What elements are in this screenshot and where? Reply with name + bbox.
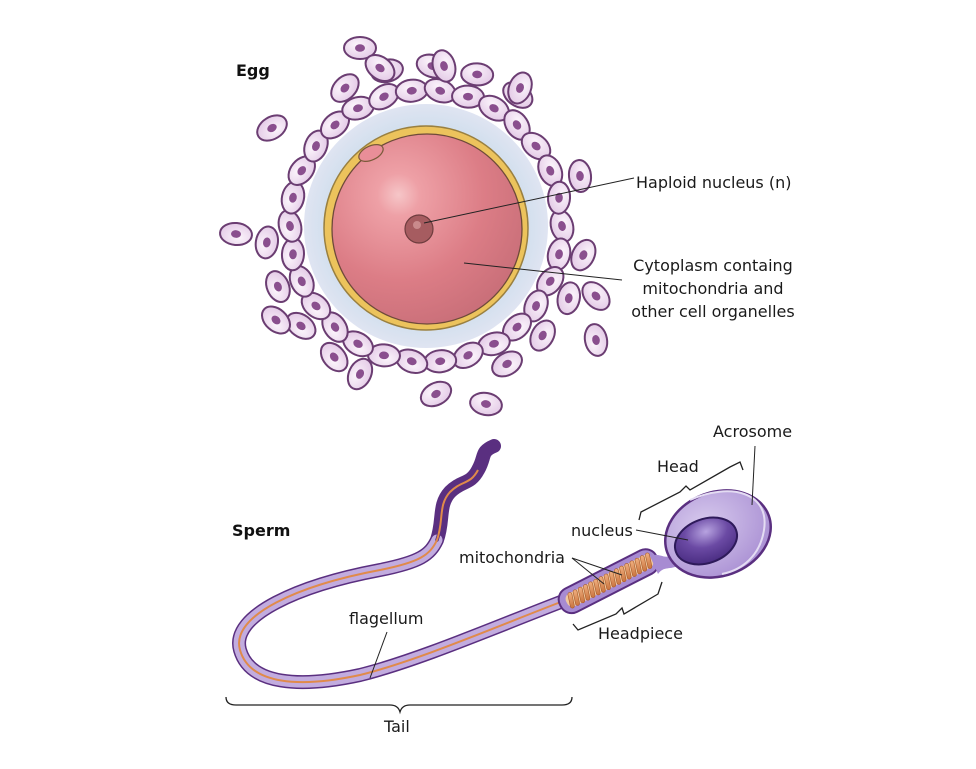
mitochondrion: [624, 563, 632, 580]
follicle-cell: [364, 53, 396, 83]
follicle-cell: [261, 305, 291, 335]
mitochondria-coil: [567, 552, 653, 609]
acrosome: [689, 490, 766, 575]
follicle-cell: [303, 129, 329, 163]
follicle-cell: [285, 311, 317, 340]
label-tail: Tail: [383, 717, 410, 736]
label-cytoplasm-line1: Cytoplasm containg: [633, 256, 793, 275]
follicle-cell: [581, 281, 611, 311]
follicle-cell: [346, 357, 374, 391]
follicle-cell: [321, 311, 349, 343]
label-head: Head: [657, 457, 699, 476]
follicle-cell: [423, 77, 457, 104]
flagellum-core: [238, 469, 567, 683]
follicle-cell: [546, 237, 572, 272]
label-mitochondria: mitochondria: [459, 548, 565, 567]
mitochondrion: [577, 586, 586, 604]
follicle-cell: [341, 95, 375, 121]
follicle-cell: [570, 238, 597, 272]
follicle-cell: [556, 281, 582, 316]
follicle-cell: [368, 82, 400, 111]
label-haploid-nucleus: Haploid nucleus (n): [636, 173, 791, 192]
follicle-cell: [254, 225, 279, 260]
follicle-cell: [583, 323, 609, 357]
mitochondrion: [593, 578, 601, 596]
egg-title: Egg: [236, 61, 270, 80]
egg-nucleus: [404, 214, 434, 244]
follicle-cell: [256, 114, 288, 142]
follicle-cell: [567, 159, 593, 193]
mitochondrion: [598, 576, 606, 593]
follicle-cell: [431, 49, 457, 83]
follicle-cell: [394, 78, 429, 103]
follicle-cell: [330, 73, 360, 103]
follicle-cell: [503, 109, 531, 141]
sperm-nucleus: [674, 516, 738, 566]
mitochondrion: [639, 555, 648, 572]
brace-head: [638, 461, 744, 521]
mitochondrion: [629, 560, 637, 577]
label-cytoplasm-line2: mitochondria and: [642, 279, 783, 298]
leader-mitochondria-1: [571, 557, 623, 576]
label-cytoplasm-line3: other cell organelles: [631, 302, 794, 321]
mitochondrion: [588, 581, 596, 598]
label-acrosome: Acrosome: [713, 422, 792, 441]
label-flagellum: flagellum: [349, 609, 424, 628]
mitochondrion: [583, 584, 591, 601]
follicle-cell: [280, 180, 306, 215]
leader-nucleus: [635, 529, 689, 541]
follicle-cell: [452, 341, 484, 370]
follicle-cell: [478, 94, 510, 122]
follicle-cell: [343, 36, 377, 60]
leader-mitochondria-2: [571, 557, 605, 585]
leader-cytoplasm: [463, 262, 623, 281]
mitochondrion: [567, 592, 575, 609]
egg-nucleus-highlight: [413, 221, 421, 229]
follicle-cell: [469, 391, 503, 417]
brace-headpiece: [572, 581, 663, 631]
corona-radiata-cells: [219, 36, 611, 417]
mitochondrion: [645, 552, 653, 569]
sperm-midpiece: [557, 548, 660, 615]
follicle-cell: [549, 209, 575, 243]
follicle-cell: [320, 110, 350, 140]
brace-tail: [225, 696, 573, 715]
follicle-cell: [219, 221, 253, 247]
sperm-illustration: [232, 439, 772, 689]
mitochondrion: [634, 557, 642, 575]
follicle-cell: [547, 180, 572, 215]
follicle-cell: [460, 62, 495, 87]
follicle-cell: [419, 380, 453, 408]
label-headpiece: Headpiece: [598, 624, 683, 643]
follicle-cell: [319, 341, 349, 373]
leader-haploid-nucleus: [423, 177, 635, 224]
follicle-cell: [507, 71, 533, 105]
leader-acrosome: [751, 445, 756, 506]
mitochondrion: [572, 589, 580, 606]
follicle-cell: [423, 349, 458, 374]
follicle-cell: [265, 270, 291, 303]
polar-body: [358, 144, 384, 162]
label-nucleus: nucleus: [571, 521, 633, 540]
follicle-cell: [491, 350, 523, 378]
egg-illustration: [219, 36, 611, 417]
leader-flagellum: [369, 631, 388, 679]
sperm-title: Sperm: [232, 521, 290, 540]
mitochondrion: [603, 573, 611, 590]
follicle-cell: [502, 312, 532, 342]
follicle-cell: [529, 319, 556, 352]
